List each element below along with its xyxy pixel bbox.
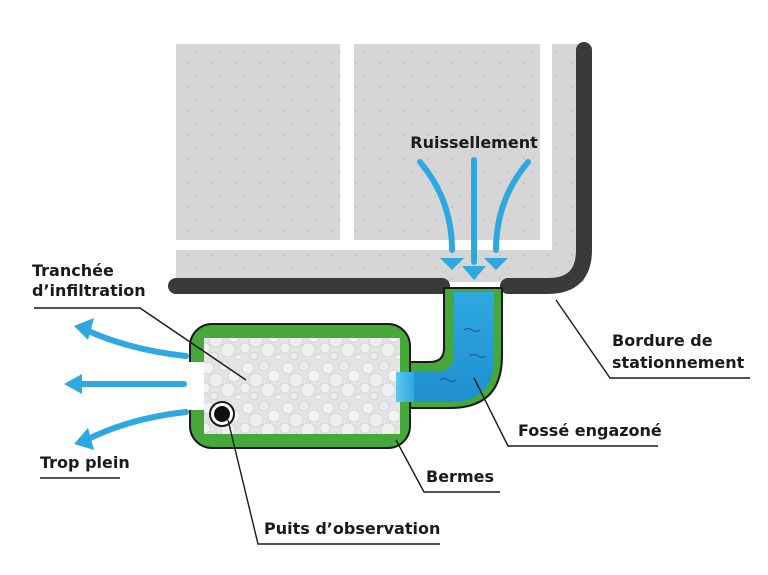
berm-opening-right [396, 372, 414, 402]
leader-swale [473, 377, 658, 447]
label-observation-well: Puits d’observation [264, 519, 440, 538]
runoff-arrowhead-right [484, 258, 508, 270]
leader-well [227, 419, 440, 545]
label-curb-line1: Bordure de [612, 331, 713, 350]
parking-stall-line [540, 44, 552, 240]
leader-lines [34, 299, 750, 545]
leader-trench [34, 307, 247, 381]
label-trench-line2: d’infiltration [32, 281, 146, 300]
overflow-arrowhead-bottom [74, 428, 94, 450]
overflow-arrow-top [83, 327, 189, 359]
runoff-arrowhead-center [462, 266, 486, 280]
label-swale: Fossé engazoné [518, 421, 662, 440]
overflow-arrow-bottom [83, 409, 189, 443]
parking-stall-line [340, 44, 354, 240]
overflow-arrowhead-middle [64, 374, 82, 394]
parking-stall-line [176, 240, 552, 250]
label-trench-line1: Tranchée [32, 261, 114, 280]
overflow-arrows [64, 318, 189, 450]
label-runoff: Ruissellement [410, 133, 538, 152]
swale-water [400, 292, 494, 402]
runoff-arrows [417, 157, 531, 280]
berm-opening-left [186, 362, 208, 410]
label-curb-line2: stationnement [612, 353, 745, 372]
runoff-arrow-left [417, 159, 455, 253]
leader-berms [395, 439, 500, 493]
overflow-arrowhead-top [74, 318, 94, 340]
label-overflow: Trop plein [40, 453, 130, 472]
label-berms: Bermes [426, 467, 494, 486]
gravel-fill [204, 338, 400, 434]
runoff-arrowhead-left [440, 258, 464, 270]
runoff-arrow-right [493, 159, 531, 253]
parking-lot [176, 44, 584, 282]
leader-curb [555, 299, 750, 379]
curb-right-segment [500, 42, 592, 294]
parking-curb [168, 42, 592, 294]
grass-swale [399, 287, 503, 409]
infiltration-trench [186, 323, 414, 449]
